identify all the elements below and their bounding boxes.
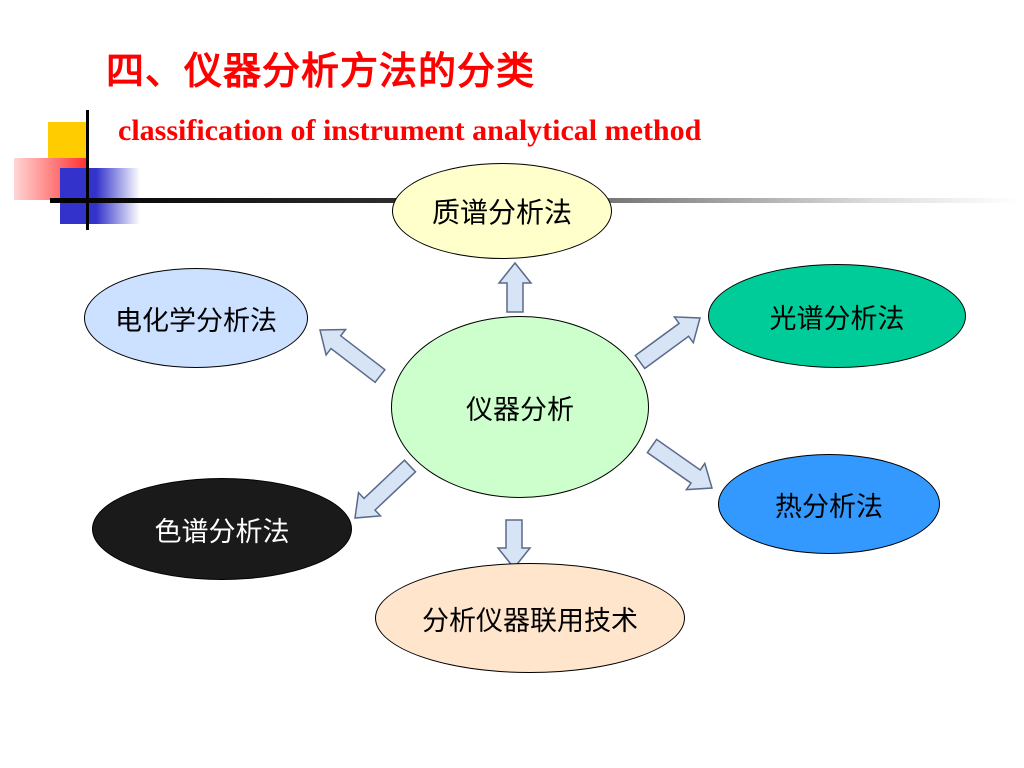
slide-title: 四、仪器分析方法的分类 <box>106 48 536 93</box>
method-node-spectral-analysis: 光谱分析法 <box>708 264 966 368</box>
deco-blue-gradient <box>60 168 140 224</box>
arrow-to-chromatography <box>354 459 417 519</box>
arrow-to-hyphenated <box>496 519 532 570</box>
arrow-to-spectral <box>634 316 701 370</box>
deco-yellow-square <box>48 122 86 162</box>
center-node-label: 仪器分析 <box>466 394 574 426</box>
method-label-hyphenated: 分析仪器联用技术 <box>422 605 638 637</box>
method-node-electrochemical-analysis: 电化学分析法 <box>84 268 308 368</box>
method-label-chromatography: 色谱分析法 <box>154 516 290 548</box>
arrow-to-electrochemical <box>319 328 386 384</box>
deco-vertical-line <box>86 110 89 230</box>
center-node-instrumental-analysis: 仪器分析 <box>391 316 649 498</box>
method-node-chromatography: 色谱分析法 <box>92 478 352 580</box>
slide-subtitle: classification of instrument analytical … <box>118 114 702 147</box>
corner-decoration <box>0 0 140 230</box>
method-node-mass-spectrometry: 质谱分析法 <box>392 163 612 259</box>
method-node-thermal-analysis: 热分析法 <box>718 454 940 554</box>
arrow-to-mass <box>497 261 533 313</box>
method-label-thermal: 热分析法 <box>775 491 883 523</box>
method-node-hyphenated-techniques: 分析仪器联用技术 <box>375 563 685 673</box>
arrow-to-thermal <box>646 438 713 491</box>
method-label-electrochemical: 电化学分析法 <box>115 305 277 337</box>
method-label-mass: 质谱分析法 <box>431 196 572 229</box>
method-label-spectral: 光谱分析法 <box>769 303 905 335</box>
